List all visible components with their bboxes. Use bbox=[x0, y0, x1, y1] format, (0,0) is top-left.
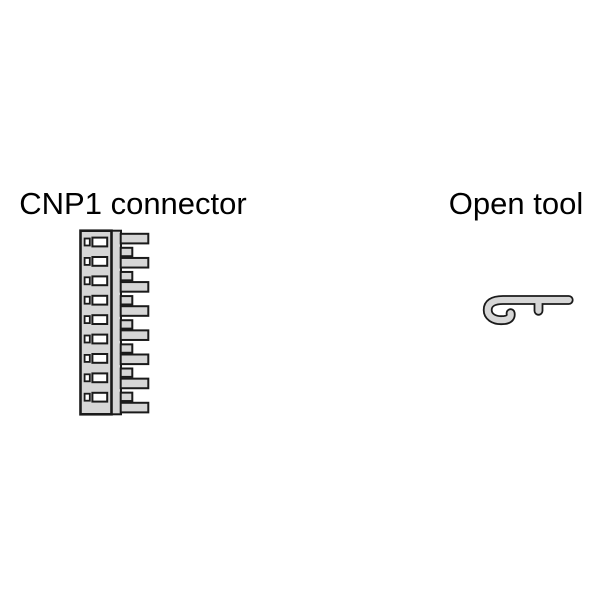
connector-label: CNP1 connector bbox=[19, 186, 247, 221]
cnp1-connector-icon bbox=[79, 229, 150, 416]
tool-label: Open tool bbox=[448, 186, 584, 221]
open-tool-icon bbox=[482, 295, 574, 326]
